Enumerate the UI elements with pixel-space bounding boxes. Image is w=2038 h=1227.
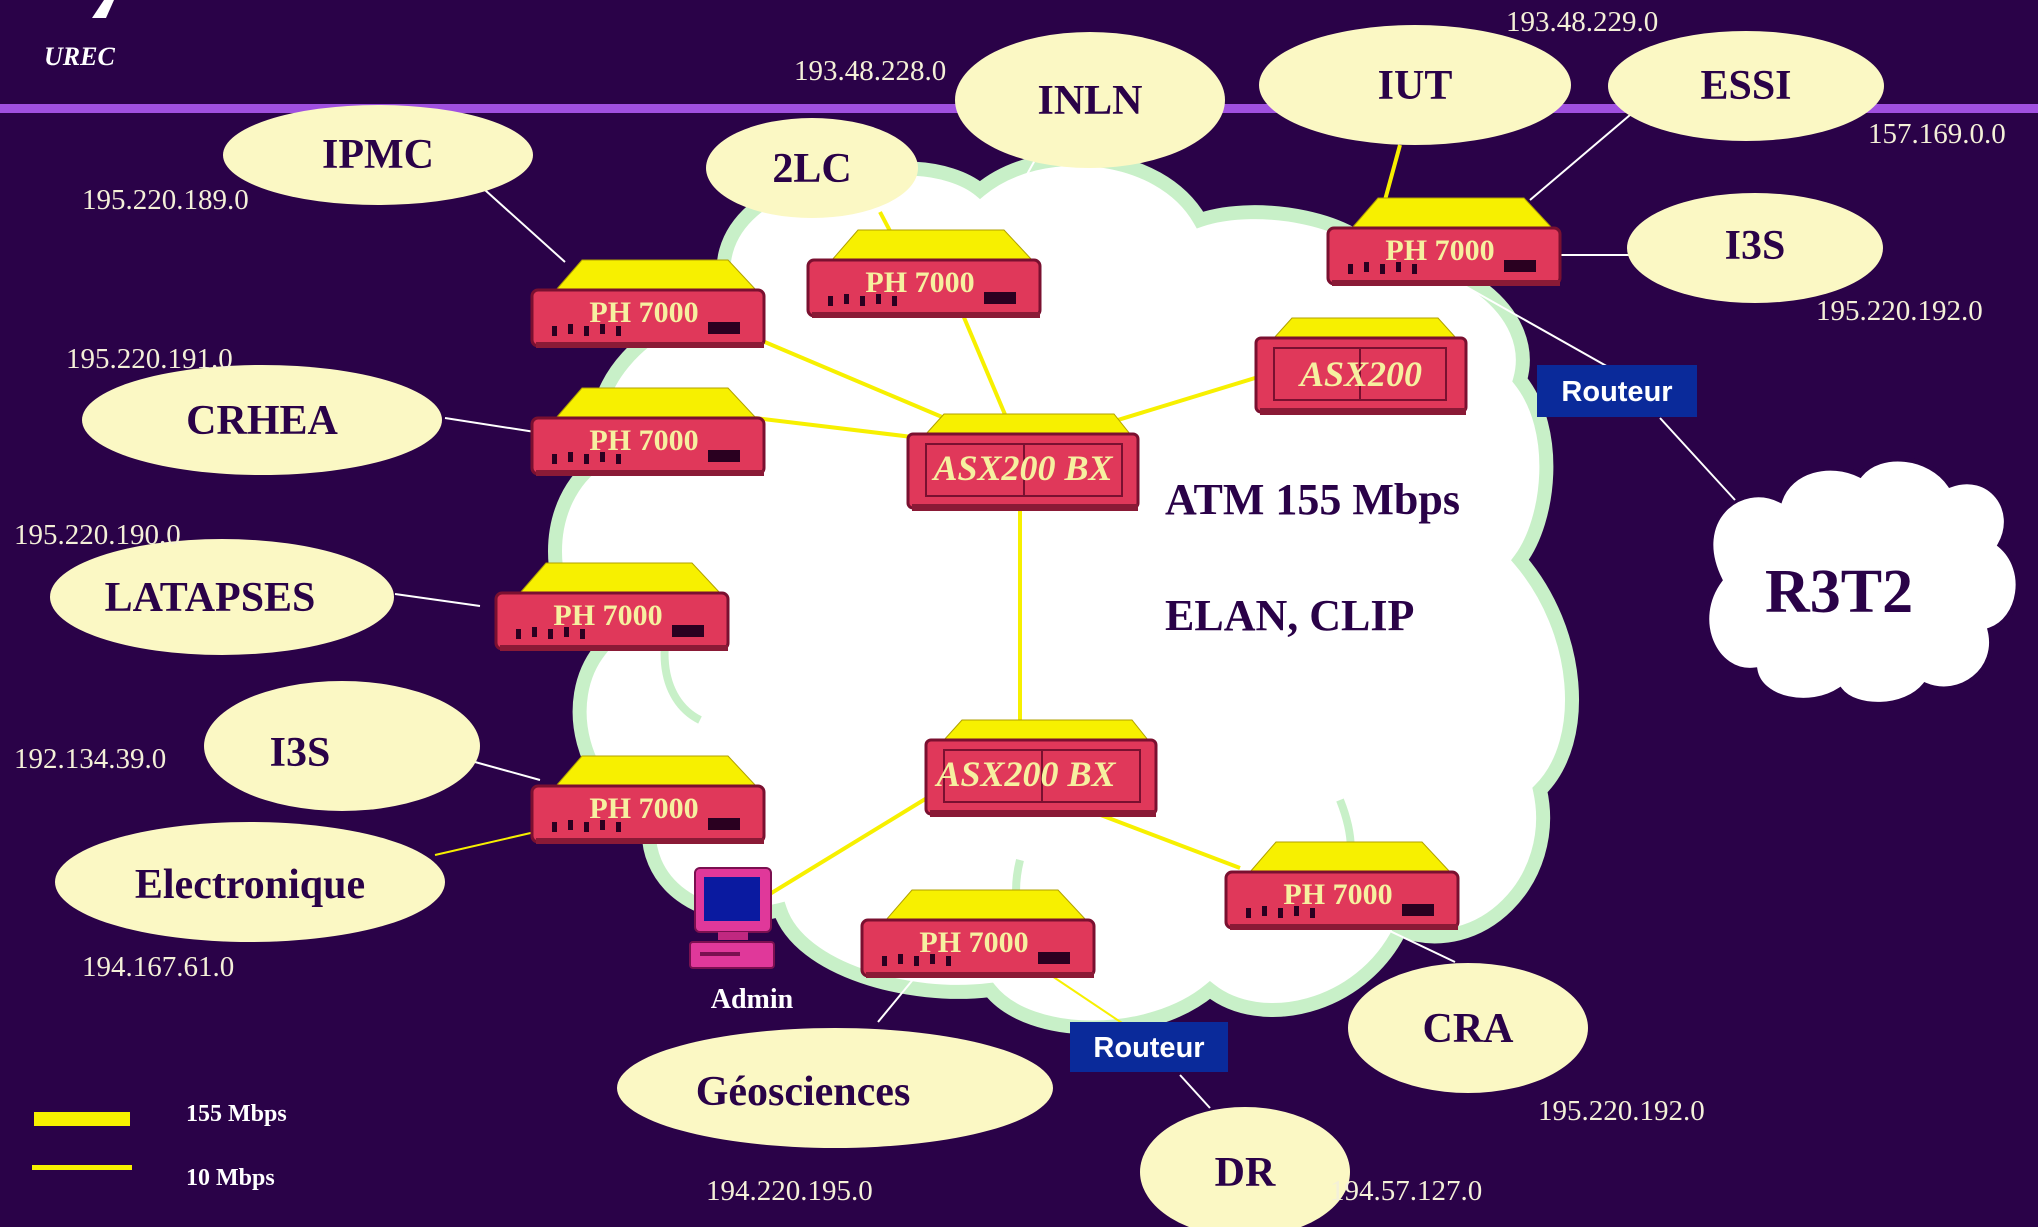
net-195-220-190: 195.220.190.0	[14, 519, 181, 551]
site-ipmc-label: IPMC	[322, 132, 434, 178]
asx200-top-right-label: ASX200	[1298, 354, 1422, 394]
site-2lc: 2LC	[706, 118, 918, 218]
legend-10-swatch	[32, 1165, 132, 1170]
ph7000-ipmc-label: PH 7000	[589, 296, 698, 329]
site-crhea: CRHEA	[82, 365, 442, 475]
legend-155-swatch	[34, 1112, 130, 1126]
net-192-134-39: 192.134.39.0	[14, 743, 166, 775]
ph7000-2lc: PH 7000	[806, 228, 1042, 320]
site-2lc-label: 2LC	[772, 146, 851, 192]
site-latapses: LATAPSES	[50, 539, 394, 655]
r3t2-cloud: R3T2	[1704, 456, 2021, 707]
asx200-top-right: ASX200	[1254, 316, 1468, 417]
atm-speed-label: ATM 155 Mbps	[1165, 475, 1460, 524]
net-194-220-195: 194.220.195.0	[706, 1175, 873, 1207]
site-i3s-left: I3S	[204, 681, 480, 811]
asx200bx-bottom: ASX200 BX	[924, 718, 1158, 819]
router-top-label: Routeur	[1561, 376, 1672, 408]
site-i3s-right-label: I3S	[1725, 223, 1786, 269]
asx200bx-bottom-label: ASX200 BX	[934, 754, 1116, 794]
asx200bx-center-label: ASX200 BX	[931, 448, 1113, 488]
legend-155-label: 155 Mbps	[186, 1101, 287, 1127]
ph7000-crhea: PH 7000	[530, 386, 766, 478]
net-195-220-192-b: 195.220.192.0	[1538, 1095, 1705, 1127]
net-195-220-189: 195.220.189.0	[82, 184, 249, 216]
ph7000-latapses-label: PH 7000	[553, 599, 662, 632]
computer-icon	[689, 867, 775, 969]
links-10	[394, 114, 1736, 1109]
ph7000-cra: PH 7000	[1224, 840, 1460, 932]
site-inln: INLN	[955, 32, 1225, 168]
site-iut-label: IUT	[1378, 63, 1453, 109]
site-electronique: Electronique	[55, 822, 445, 942]
site-latapses-label: LATAPSES	[105, 575, 316, 621]
net-157-169: 157.169.0.0	[1868, 118, 2006, 150]
r3t2-label: R3T2	[1765, 558, 1913, 626]
net-193-48-229: 193.48.229.0	[1506, 6, 1658, 38]
atm-protocol-label: ELAN, CLIP	[1165, 591, 1414, 640]
site-cra-label: CRA	[1423, 1006, 1515, 1052]
site-i3s-left-label: I3S	[270, 730, 331, 776]
ph7000-2lc-label: PH 7000	[865, 266, 974, 299]
site-essi: ESSI	[1608, 31, 1884, 141]
logo-text: UREC	[44, 42, 115, 71]
net-194-167-61: 194.167.61.0	[82, 951, 234, 983]
ph7000-geosciences-label: PH 7000	[919, 926, 1028, 959]
admin-workstation: Admin	[689, 867, 794, 1015]
site-i3s-right: I3S	[1627, 193, 1883, 303]
net-195-220-191: 195.220.191.0	[66, 343, 233, 375]
site-geosciences-label: Géosciences	[696, 1069, 911, 1115]
site-dr: DR	[1140, 1107, 1350, 1227]
ph7000-cra-label: PH 7000	[1283, 878, 1392, 911]
router-bottom: Routeur	[1070, 1022, 1228, 1072]
site-geosciences: Géosciences	[617, 1028, 1053, 1148]
site-dr-label: DR	[1215, 1150, 1276, 1196]
ph7000-crhea-label: PH 7000	[589, 424, 698, 457]
site-cra: CRA	[1348, 963, 1588, 1093]
site-electronique-label: Electronique	[135, 862, 365, 908]
site-essi-label: ESSI	[1700, 63, 1791, 109]
site-crhea-label: CRHEA	[186, 398, 338, 444]
site-iut: IUT	[1259, 25, 1571, 145]
ph7000-latapses: PH 7000	[494, 561, 730, 653]
logo-mark-icon	[92, 0, 114, 18]
ph7000-iut: PH 7000	[1326, 196, 1562, 288]
net-193-48-228: 193.48.228.0	[794, 55, 946, 87]
ph7000-geosciences: PH 7000	[860, 888, 1096, 980]
ph7000-ipmc: PH 7000	[530, 258, 766, 350]
asx200bx-center: ASX200 BX	[906, 412, 1140, 513]
site-inln-label: INLN	[1037, 78, 1142, 124]
ph7000-iut-label: PH 7000	[1385, 234, 1494, 267]
router-top: Routeur	[1537, 365, 1697, 417]
legend-10-label: 10 Mbps	[186, 1165, 275, 1191]
admin-label: Admin	[711, 984, 794, 1015]
urec-logo: UREC	[44, 0, 115, 71]
ph7000-i3s-left-label: PH 7000	[589, 792, 698, 825]
net-194-57-127: 194.57.127.0	[1330, 1175, 1482, 1207]
legend: 155 Mbps 10 Mbps	[32, 1101, 287, 1191]
router-bottom-label: Routeur	[1093, 1032, 1204, 1064]
net-195-220-192-a: 195.220.192.0	[1816, 295, 1983, 327]
site-ipmc: IPMC	[223, 105, 533, 205]
ph7000-i3s-left: PH 7000	[530, 754, 766, 846]
